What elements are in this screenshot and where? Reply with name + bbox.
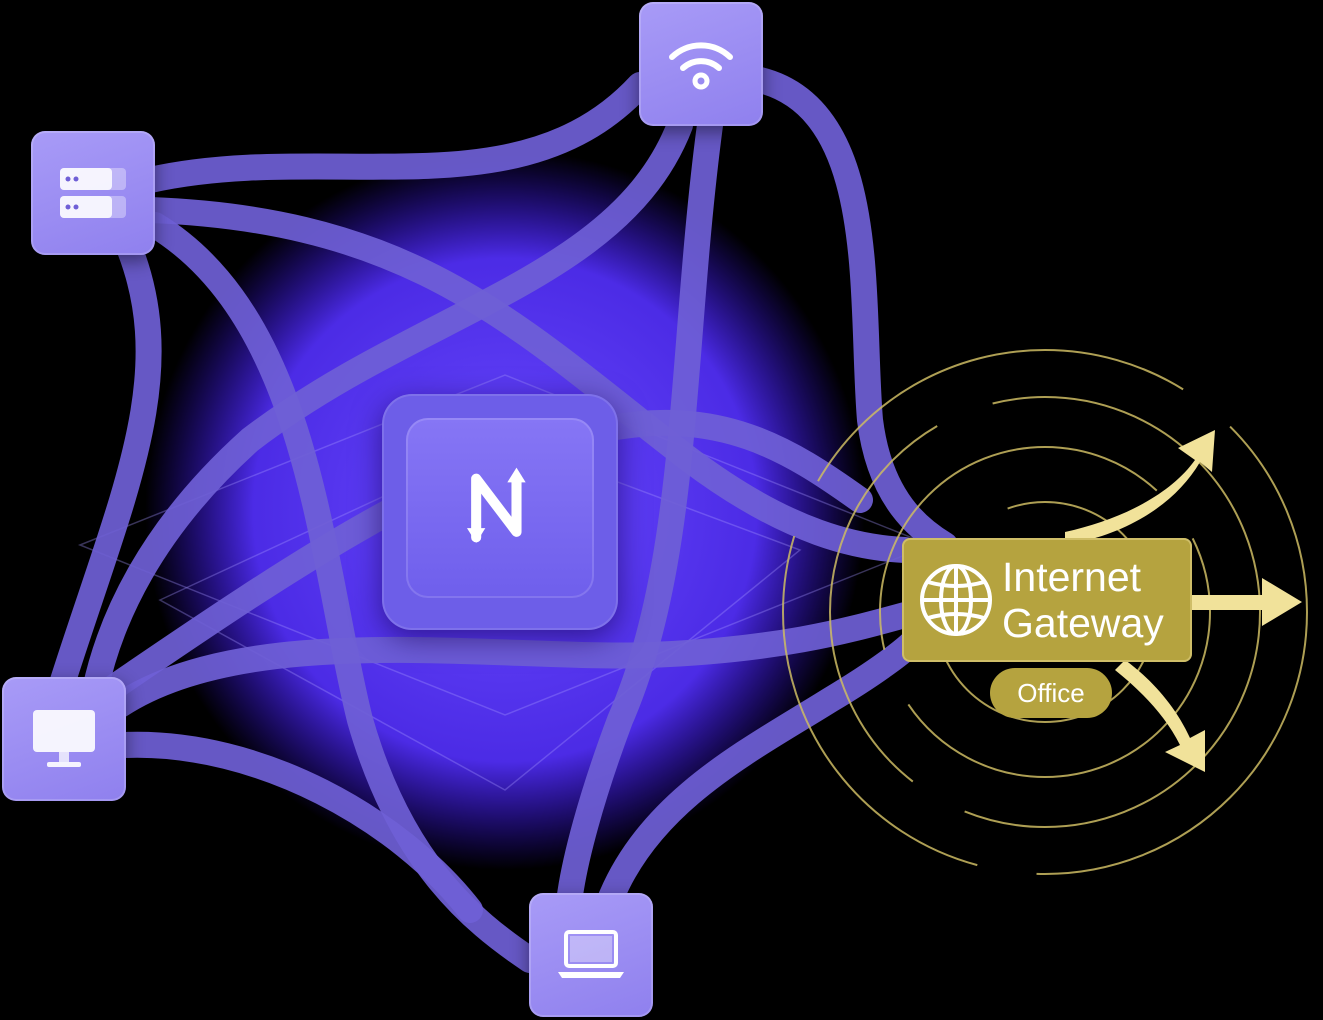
network-links bbox=[47, 67, 958, 973]
link-wifi-desktop bbox=[82, 112, 693, 703]
gateway-arrows bbox=[1065, 430, 1302, 772]
gateway-title-line2: Gateway bbox=[1002, 600, 1164, 646]
link-laptop-gateway bbox=[597, 627, 928, 913]
laptop-icon bbox=[558, 930, 624, 978]
internet-gateway[interactable]: Internet Gateway bbox=[902, 538, 1192, 662]
office-badge: Office bbox=[990, 668, 1112, 718]
gateway-title: Internet Gateway bbox=[1002, 554, 1164, 646]
link-desktop-laptop bbox=[112, 731, 483, 923]
node-laptop[interactable] bbox=[529, 893, 653, 1017]
node-server[interactable] bbox=[31, 131, 155, 255]
hub-tile bbox=[406, 418, 594, 598]
arrow-right bbox=[1190, 578, 1302, 626]
link-desktop-gateway bbox=[107, 602, 918, 718]
server-icon bbox=[60, 168, 126, 218]
node-desktop[interactable] bbox=[2, 677, 126, 801]
netmaker-logo-icon bbox=[467, 467, 526, 543]
central-hub[interactable] bbox=[382, 394, 618, 630]
link-server-desktop bbox=[47, 237, 162, 703]
desktop-icon bbox=[33, 710, 95, 767]
node-wifi[interactable] bbox=[639, 2, 763, 126]
link-server-wifi bbox=[137, 72, 653, 193]
wifi-icon bbox=[669, 42, 733, 90]
arrow-down-right bbox=[1115, 660, 1205, 772]
gateway-title-line1: Internet bbox=[1002, 554, 1142, 600]
link-wifi-laptop bbox=[557, 112, 723, 908]
link-server-gateway bbox=[137, 197, 918, 563]
globe-icon bbox=[920, 564, 992, 636]
arrow-up-right bbox=[1065, 430, 1215, 545]
